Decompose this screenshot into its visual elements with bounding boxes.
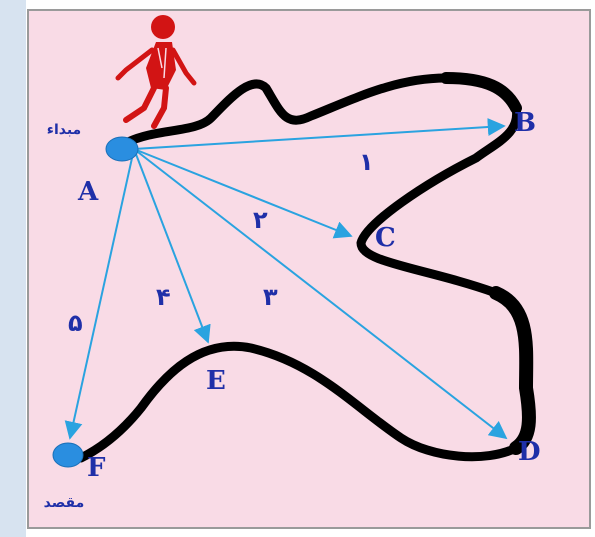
end-label: مقصد bbox=[44, 495, 85, 511]
label-a: A bbox=[77, 177, 99, 207]
route-path-thick-right bbox=[489, 286, 536, 455]
arrow-number-3: ۳ bbox=[263, 283, 278, 311]
label-d: D bbox=[518, 437, 541, 467]
arrow-5-to-f bbox=[64, 148, 135, 440]
arrow-number-4: ۴ bbox=[156, 283, 171, 311]
left-margin-strip bbox=[0, 0, 26, 537]
route-path-thick-top bbox=[440, 72, 522, 114]
start-point-a bbox=[105, 136, 139, 162]
diagram-panel: A B C D E F مبداء مقصد ۱ ۲ ۳ ۴ ۵ bbox=[26, 8, 592, 530]
label-f: F bbox=[87, 453, 106, 483]
label-b: B bbox=[514, 108, 536, 138]
walking-person-icon bbox=[115, 15, 197, 129]
diagram-canvas: A B C D E F مبداء مقصد ۱ ۲ ۳ ۴ ۵ bbox=[27, 9, 591, 529]
label-c: C bbox=[375, 223, 396, 253]
route-path bbox=[76, 73, 534, 463]
arrow-2-to-c bbox=[133, 148, 353, 239]
end-point-f bbox=[52, 442, 84, 468]
arrow-number-1: ۱ bbox=[359, 148, 374, 176]
diagram-background bbox=[27, 9, 591, 529]
arrow-1-to-b bbox=[133, 118, 506, 150]
arrow-number-5: ۵ bbox=[68, 309, 83, 337]
start-label: مبداء bbox=[47, 122, 81, 138]
label-e: E bbox=[206, 366, 226, 396]
arrow-3-to-d bbox=[133, 148, 508, 440]
arrow-4-to-e bbox=[133, 148, 211, 344]
arrow-number-2: ۲ bbox=[253, 206, 268, 234]
